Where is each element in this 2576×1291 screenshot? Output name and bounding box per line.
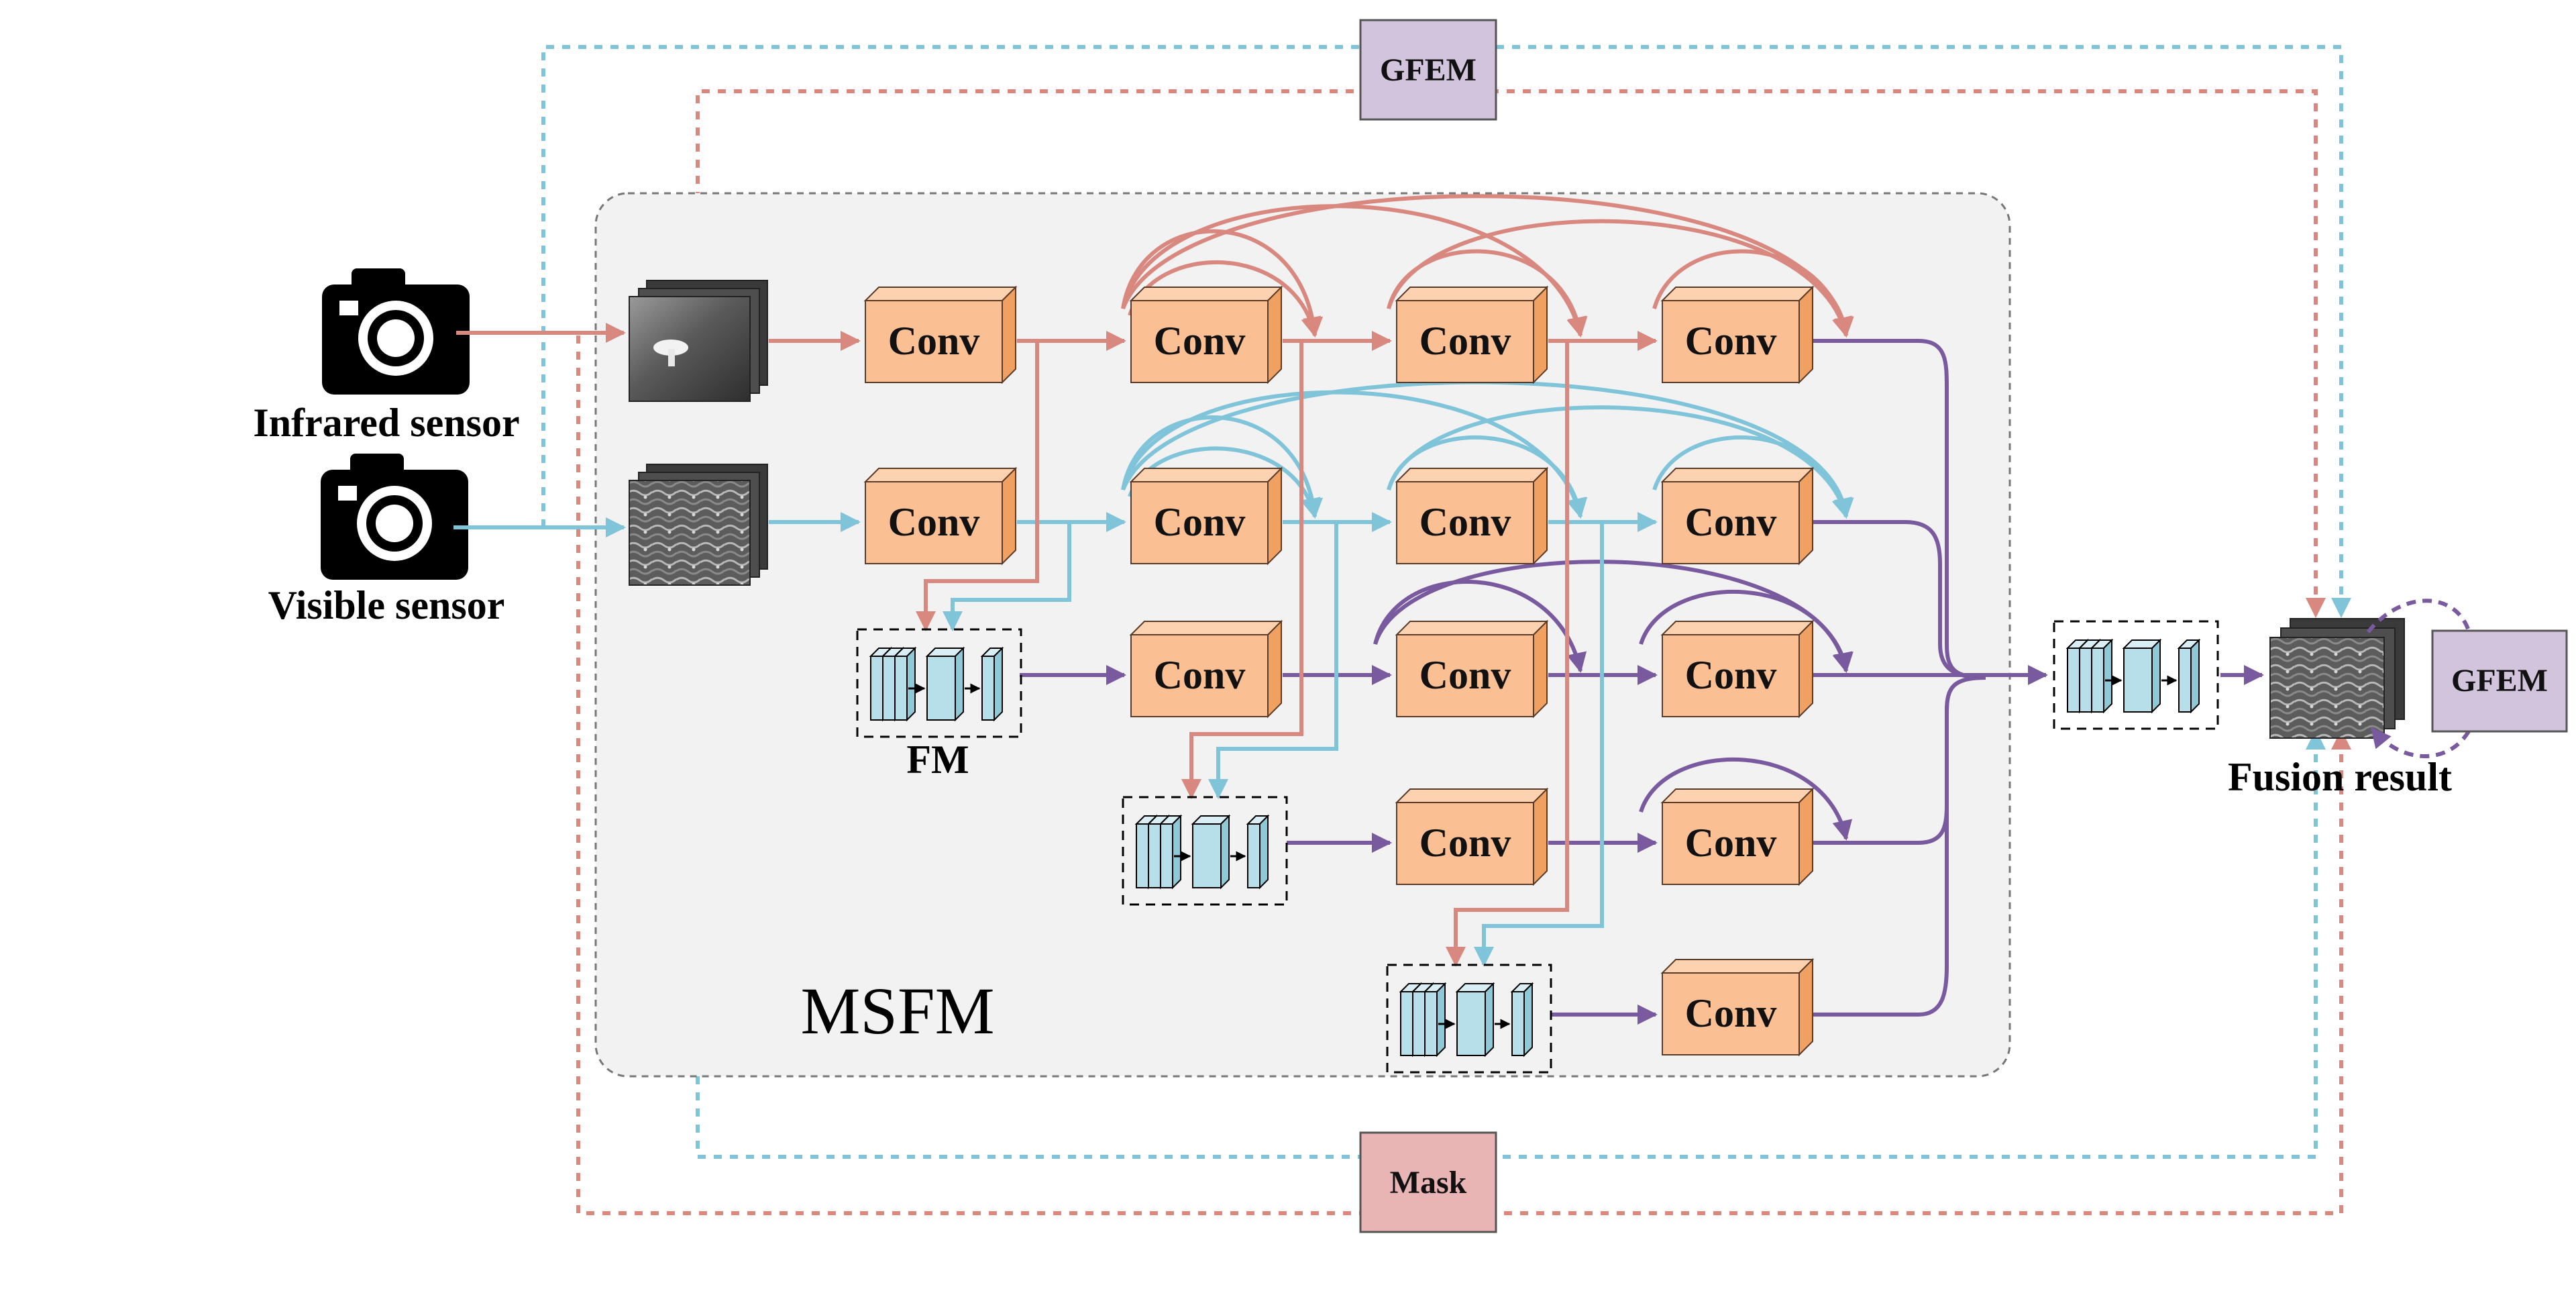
gfem-right-label: GFEM — [2451, 663, 2548, 699]
conv-block[interactable]: Conv — [1396, 468, 1548, 564]
svg-text:Conv: Conv — [1154, 653, 1246, 697]
conv-block[interactable]: Conv — [865, 468, 1016, 564]
mask-box[interactable]: Mask — [1359, 1131, 1497, 1233]
fm-label: FM — [906, 737, 969, 782]
conv-blocks: Conv Conv Conv Conv Conv Conv Conv Conv … — [865, 287, 1813, 1055]
infrared-sensor-label: Infrared sensor — [253, 401, 519, 445]
infrared-camera-icon — [322, 268, 470, 395]
svg-text:Conv: Conv — [1685, 991, 1777, 1035]
svg-text:Conv: Conv — [888, 319, 980, 363]
downsample-feeds — [916, 341, 1604, 967]
svg-text:Conv: Conv — [1419, 821, 1511, 865]
svg-text:Conv: Conv — [1419, 653, 1511, 697]
conv-block[interactable]: Conv — [865, 287, 1016, 383]
gfem-right-box[interactable]: GFEM — [2431, 629, 2568, 733]
conv-block[interactable]: Conv — [1662, 621, 1813, 717]
visible-sensor-label: Visible sensor — [268, 583, 505, 627]
msfm-label: MSFM — [800, 974, 994, 1048]
svg-text:Conv: Conv — [1154, 500, 1246, 544]
gfem-top-label: GFEM — [1380, 52, 1477, 88]
feature-block-icon[interactable] — [2054, 621, 2218, 729]
svg-text:Conv: Conv — [1685, 500, 1777, 544]
conv-block[interactable]: Conv — [1396, 621, 1548, 717]
svg-text:Conv: Conv — [1154, 319, 1246, 363]
svg-text:Conv: Conv — [1419, 319, 1511, 363]
conv-block[interactable]: Conv — [1662, 788, 1813, 885]
svg-text:Conv: Conv — [1685, 319, 1777, 363]
conv-block[interactable]: Conv — [1662, 959, 1813, 1055]
svg-text:Conv: Conv — [1419, 500, 1511, 544]
svg-text:Conv: Conv — [1685, 821, 1777, 865]
visible-camera-icon — [321, 454, 468, 580]
fused-image — [2269, 618, 2405, 739]
fusion-result-label: Fusion result — [2228, 755, 2452, 799]
conv-block[interactable]: Conv — [1130, 468, 1282, 564]
gfem-top-box[interactable]: GFEM — [1359, 19, 1497, 121]
conv-block[interactable]: Conv — [1396, 788, 1548, 885]
conv-block[interactable]: Conv — [1130, 621, 1282, 717]
mask-label: Mask — [1390, 1165, 1467, 1200]
infrared-image — [629, 280, 768, 402]
conv-block[interactable]: Conv — [1396, 287, 1548, 383]
visible-image — [629, 464, 768, 586]
conv-block[interactable]: Conv — [1662, 287, 1813, 383]
output-merge — [1806, 339, 2264, 1017]
svg-text:Conv: Conv — [888, 500, 980, 544]
conv-block[interactable]: Conv — [1662, 468, 1813, 564]
conv-block[interactable]: Conv — [1130, 287, 1282, 383]
svg-text:Conv: Conv — [1685, 653, 1777, 697]
